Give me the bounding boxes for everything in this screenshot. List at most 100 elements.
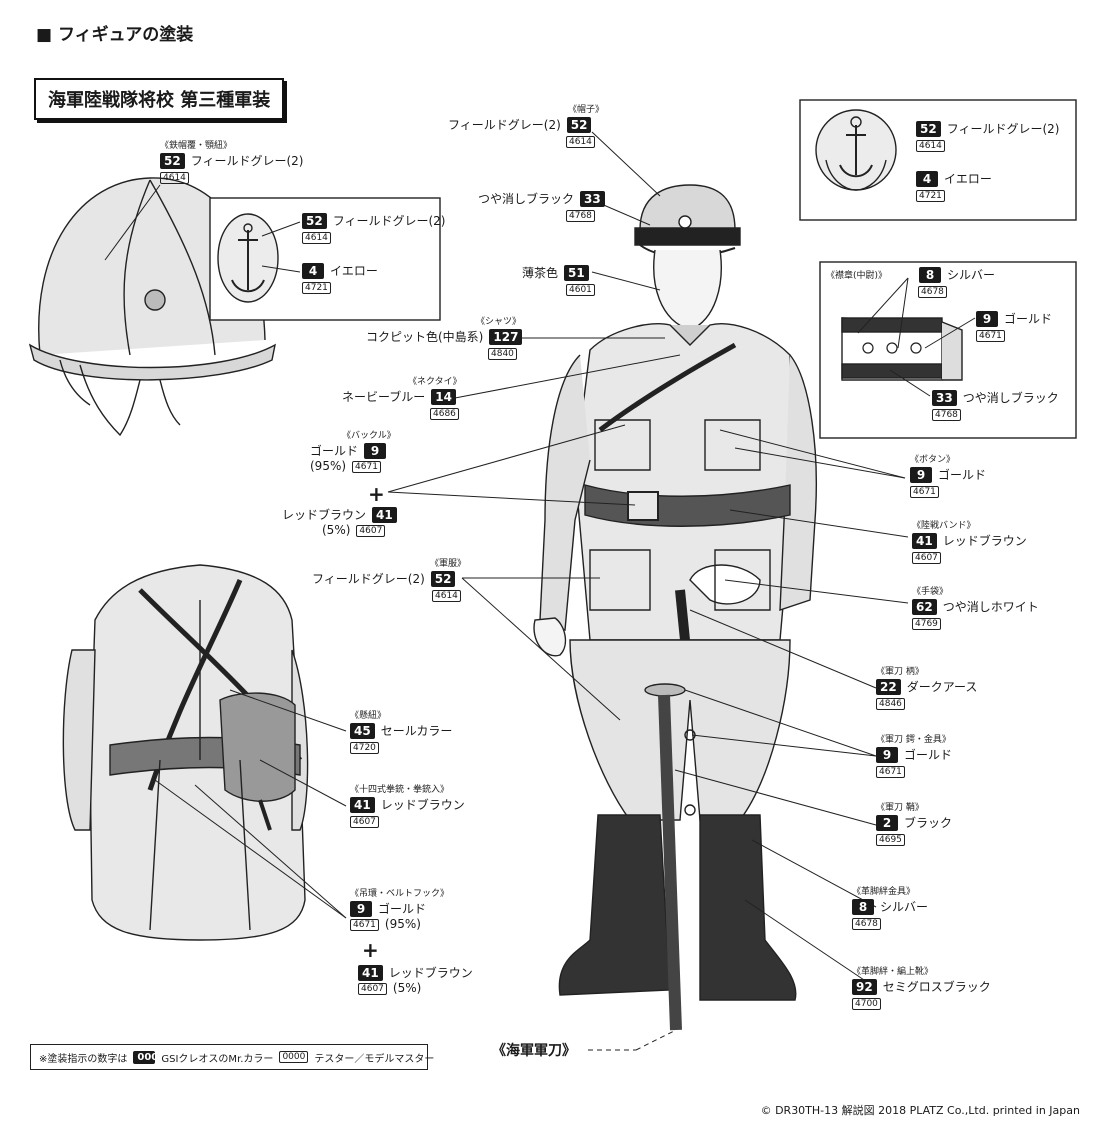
callout-uniform: 《軍服》 フィールドグレー(2)52 4614 xyxy=(312,556,466,602)
paint-code: 4614 xyxy=(432,590,461,602)
callout-puttee-metal: 《革脚絆金具》 8 シルバー 4678 xyxy=(852,884,928,930)
color-number: 51 xyxy=(564,264,589,281)
color-name: イエロー xyxy=(944,172,992,186)
color-number: 45 xyxy=(350,722,375,739)
color-number: 41 xyxy=(350,796,375,813)
color-number: 9 xyxy=(350,900,372,917)
color-number: 22 xyxy=(876,678,901,695)
color-name: フィールドグレー(2) xyxy=(190,154,304,168)
color-number: 92 xyxy=(852,978,877,995)
color-name: つや消しホワイト xyxy=(942,600,1039,614)
callout-insignia-black: 33 つや消しブラック 4768 xyxy=(932,389,1059,421)
color-name: フィールドグレー(2) xyxy=(448,118,561,132)
plus-icon: + xyxy=(368,482,385,506)
callout-cap: 《帽子》 フィールドグレー(2)52 4614 xyxy=(448,102,604,148)
paint-code: 4614 xyxy=(916,140,945,152)
color-name: ゴールド xyxy=(378,902,427,916)
color-number: 2 xyxy=(876,814,898,831)
color-name: コクピット色(中島系) xyxy=(366,330,484,344)
paint-code: 4686 xyxy=(430,408,459,420)
paint-code: 4607 xyxy=(350,816,379,828)
callout-category: 《バックル》 xyxy=(342,431,396,441)
color-name: レッドブラウン xyxy=(282,508,367,522)
paint-code: 4671 xyxy=(910,486,939,498)
color-name: つや消しブラック xyxy=(962,391,1059,405)
paint-code: 4614 xyxy=(302,232,331,244)
paint-code: 4601 xyxy=(566,284,595,296)
callout-category: 《懸紐》 xyxy=(350,711,387,721)
mix-percent: (95%) xyxy=(310,459,347,473)
callout-category: 《革脚絆・編上靴》 xyxy=(852,967,934,977)
legend-code-sample: 0000 xyxy=(279,1051,309,1063)
callout-cap-badge-grey: 52 フィールドグレー(2) 4614 xyxy=(916,120,1059,152)
callout-category: 《シャツ》 xyxy=(476,317,522,327)
color-name: シルバー xyxy=(880,900,929,914)
plus-icon: + xyxy=(362,938,379,962)
color-number: 41 xyxy=(372,506,397,523)
color-number: 52 xyxy=(916,120,941,137)
callout-category: 《ボタン》 xyxy=(910,455,956,465)
color-number: 4 xyxy=(302,262,324,279)
color-name: セールカラー xyxy=(380,724,453,738)
paint-code: 4695 xyxy=(876,834,905,846)
paint-code: 4769 xyxy=(912,618,941,630)
callout-category: 《十四式拳銃・拳銃入》 xyxy=(350,785,450,795)
color-name: フィールドグレー(2) xyxy=(332,214,446,228)
color-number: 127 xyxy=(489,328,523,345)
paint-code: 4768 xyxy=(566,210,595,222)
color-name: ゴールド xyxy=(904,748,953,762)
paint-code: 4700 xyxy=(852,998,881,1010)
helmet-illustration xyxy=(28,177,276,437)
color-number: 14 xyxy=(431,388,456,405)
color-name: ダークアース xyxy=(906,680,978,694)
back-view-illustration xyxy=(62,564,309,941)
color-number: 33 xyxy=(932,389,957,406)
callout-category: 《吊環・ベルトフック》 xyxy=(350,889,450,899)
callout-shirt: 《シャツ》 コクピット色(中島系)127 4840 xyxy=(366,314,523,360)
color-name: フィールドグレー(2) xyxy=(946,122,1060,136)
paint-code: 4671 xyxy=(352,461,381,473)
color-number: 52 xyxy=(302,212,327,229)
color-name: ブラック xyxy=(904,816,953,830)
callout-category: 《襟章(中尉)》 xyxy=(826,270,888,281)
paint-code: 4721 xyxy=(916,190,945,202)
color-number: 33 xyxy=(580,190,605,207)
callout-category: 《軍刀 鍔・金具》 xyxy=(876,735,951,745)
paint-code: 4846 xyxy=(876,698,905,710)
color-name: 薄茶色 xyxy=(522,266,559,280)
legend-box: ※塗装指示の数字は 000 GSIクレオスのMr.カラー 0000 テスター／モ… xyxy=(30,1044,434,1070)
callout-category: 《革脚絆金具》 xyxy=(852,887,916,897)
color-number: 41 xyxy=(912,532,937,549)
callout-helmet-badge-grey: 52 フィールドグレー(2) 4614 xyxy=(302,212,445,244)
mix-percent: (5%) xyxy=(392,981,422,995)
paint-code: 4607 xyxy=(912,552,941,564)
color-name: ゴールド xyxy=(938,468,987,482)
paint-code: 4678 xyxy=(852,918,881,930)
paint-code: 4768 xyxy=(932,409,961,421)
color-name: シルバー xyxy=(947,268,996,282)
footer-copyright: © DR30TH-13 解説図 2018 PLATZ Co.,Ltd. prin… xyxy=(760,1104,1080,1117)
legend-note: ※塗装指示の数字は xyxy=(39,1053,128,1065)
color-name: レッドブラウン xyxy=(942,534,1027,548)
color-number: 9 xyxy=(976,310,998,327)
color-number: 8 xyxy=(852,898,874,915)
paint-code: 4671 xyxy=(876,766,905,778)
callout-category: 《ネクタイ》 xyxy=(408,377,462,387)
callout-category: 《鉄帽覆・顎紐》 xyxy=(160,141,233,151)
color-number: 62 xyxy=(912,598,937,615)
callout-category: 《軍服》 xyxy=(430,559,467,569)
color-name: セミグロスブラック xyxy=(882,980,991,994)
color-number: 52 xyxy=(160,152,185,169)
